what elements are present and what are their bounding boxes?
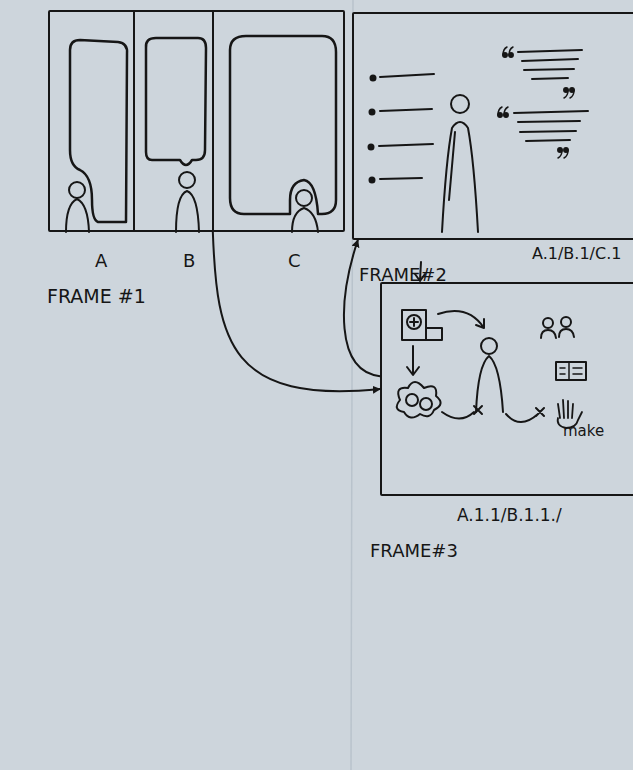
scribble <box>397 382 441 418</box>
add-icon <box>402 310 426 340</box>
person-body <box>66 199 89 232</box>
panel-letter: B <box>183 252 195 270</box>
flow-arrow <box>407 346 419 375</box>
flow-connector <box>344 240 380 376</box>
table-icon <box>556 362 586 380</box>
people-icon <box>541 330 556 338</box>
speech-bubble <box>230 36 336 214</box>
speech-bubble <box>146 38 206 165</box>
quote-lines <box>518 50 582 79</box>
person-head <box>179 172 195 188</box>
frame-label: FRAME#3 <box>370 542 458 560</box>
quote-lines <box>514 111 588 141</box>
table-icon <box>560 362 582 380</box>
people-icon <box>559 329 574 337</box>
bullet-lines <box>379 74 434 179</box>
frame3-sketch <box>397 310 586 428</box>
person-head <box>296 190 312 206</box>
person-body <box>476 356 503 412</box>
speech-bubble <box>70 40 127 222</box>
panel-letter: A <box>95 252 107 270</box>
add-icon <box>410 318 418 326</box>
frame-label: A.1/B.1/C.1 <box>532 246 621 262</box>
flow-arrow <box>438 311 484 328</box>
storyboard-panel: B <box>135 12 214 230</box>
panel-letter: C <box>288 252 301 270</box>
people-icon <box>561 317 571 327</box>
bullet-dot <box>370 178 375 183</box>
add-icon <box>407 315 421 329</box>
bullet-dot <box>371 76 376 81</box>
frame-box: A.1/B.1/C.1FRAME#2 <box>352 12 633 240</box>
people-icon <box>543 318 553 328</box>
frame-box: FRAME #1ABC <box>48 10 345 232</box>
flow-arrow <box>506 408 544 422</box>
bullet-dot <box>370 110 375 115</box>
scribble <box>420 398 432 410</box>
frame-box: A.1.1/B.1.1./FRAME#3 <box>380 282 633 496</box>
person-head <box>451 95 469 113</box>
person-body <box>442 122 478 232</box>
handwritten-note: make <box>563 424 604 439</box>
flow-connector <box>213 232 380 391</box>
person-body <box>292 208 318 232</box>
frame1-sketch <box>66 36 336 232</box>
frame-label: A.1.1/B.1.1./ <box>457 507 562 524</box>
scribble <box>406 394 418 406</box>
frame-label: FRAME #1 <box>47 287 146 306</box>
person-head <box>69 182 85 198</box>
storyboard-panel: C <box>214 12 343 230</box>
person-head <box>481 338 497 354</box>
person-body <box>176 191 199 232</box>
add-icon <box>426 328 442 340</box>
storyboard-panel: A <box>50 12 135 230</box>
bullet-dot <box>369 145 374 150</box>
